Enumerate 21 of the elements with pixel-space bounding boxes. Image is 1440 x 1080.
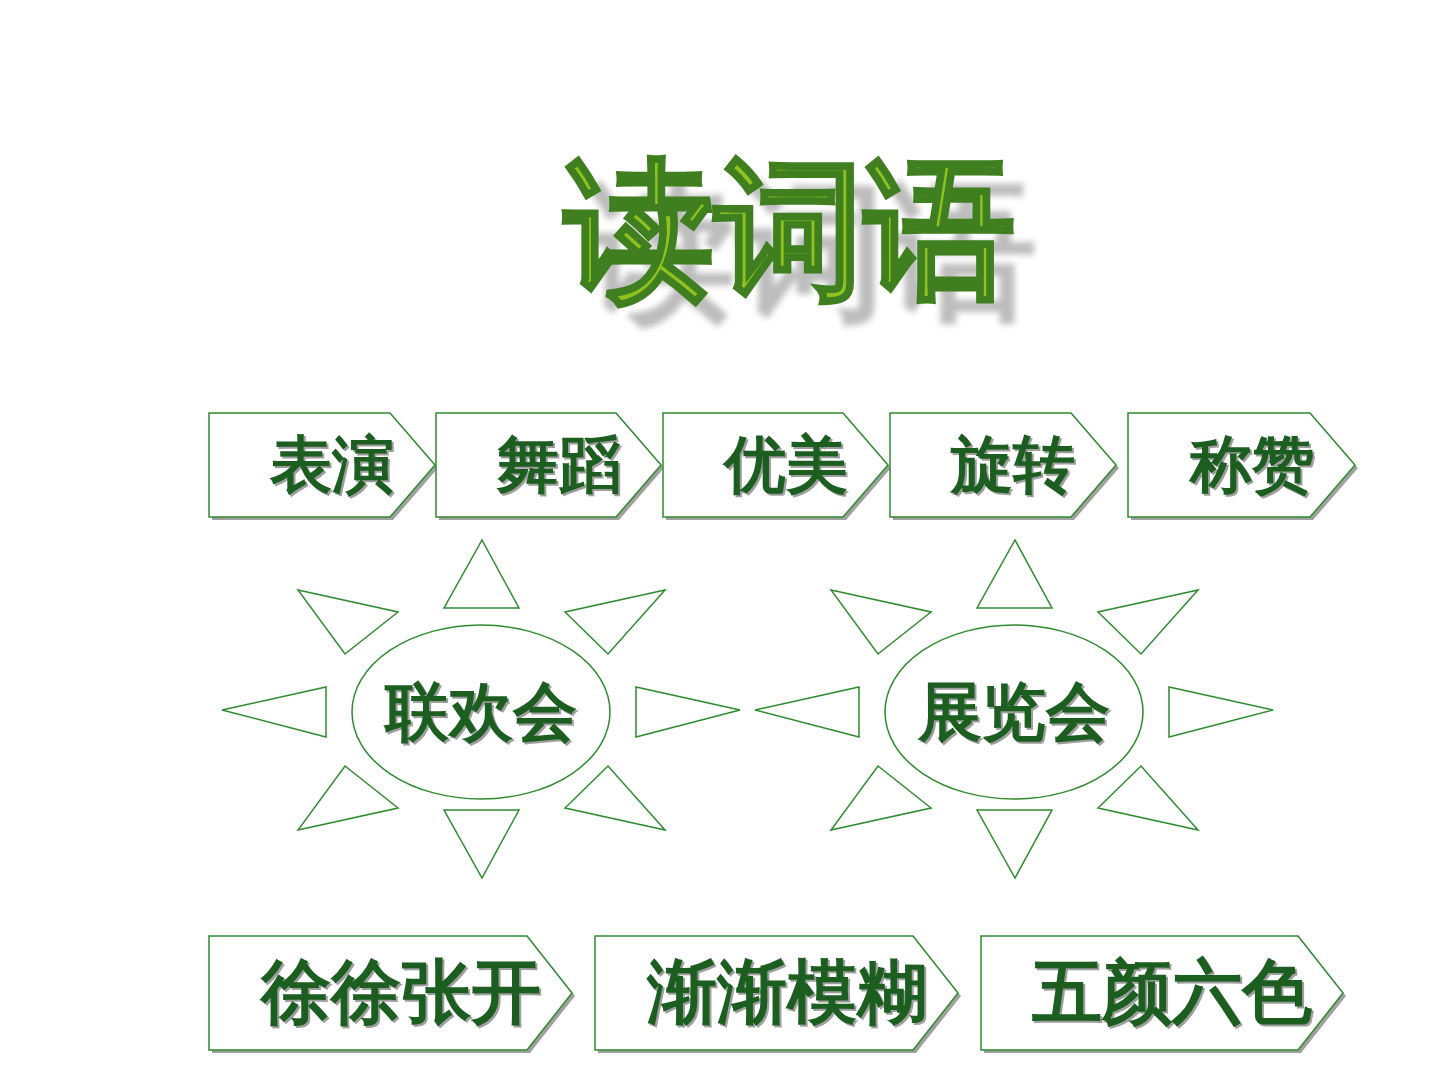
arrow-box	[595, 936, 958, 1050]
arrow-box	[436, 413, 661, 517]
arrow-box	[209, 936, 572, 1050]
sun-ellipse	[351, 624, 611, 800]
word-label: 展览会	[918, 675, 1110, 750]
sun-ellipse	[884, 624, 1144, 800]
title: 读词语	[562, 142, 1016, 319]
word-label: 徐徐张开	[260, 953, 541, 1033]
arrow-box	[1128, 413, 1355, 517]
word-label: 表演	[270, 430, 394, 501]
arrow-box	[663, 413, 888, 517]
word-label: 联欢会	[385, 675, 577, 750]
arrow-box	[890, 413, 1116, 517]
arrow-box	[209, 413, 435, 517]
word-label: 称赞	[1189, 430, 1314, 501]
word-label: 渐渐模糊	[646, 953, 927, 1033]
word-label: 舞蹈	[496, 430, 621, 501]
word-label: 五颜六色	[1032, 953, 1312, 1033]
word-label: 优美	[723, 430, 848, 501]
word-label: 旋转	[951, 430, 1075, 501]
arrow-box	[981, 936, 1343, 1050]
